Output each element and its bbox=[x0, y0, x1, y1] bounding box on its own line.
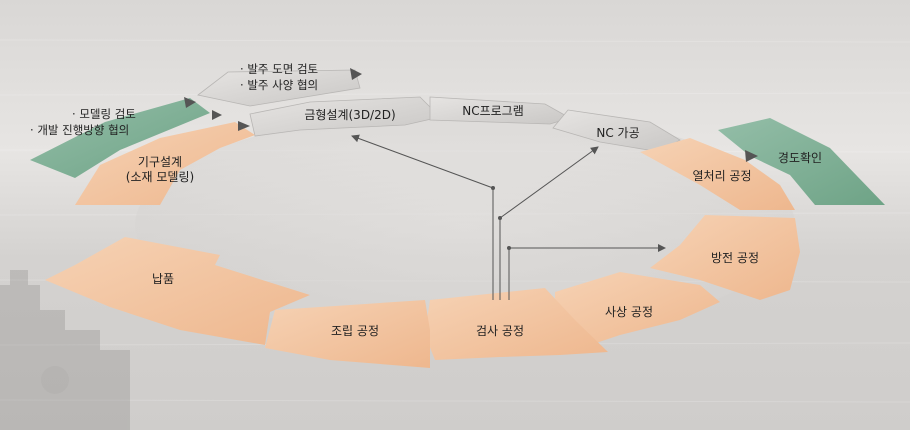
label-mold-design: 금형설계(3D/2D) bbox=[304, 108, 396, 122]
segment-assembly bbox=[265, 300, 430, 368]
note-model-review: · 모델링 검토 bbox=[72, 107, 136, 121]
segment-inspection bbox=[425, 288, 608, 360]
label-hardness-check: 경도확인 bbox=[777, 151, 823, 165]
segment-finishing bbox=[555, 272, 720, 345]
note-dev-direction: · 개발 진행방향 협의 bbox=[30, 123, 130, 137]
note-order-spec: · 발주 사양 협의 bbox=[240, 78, 319, 92]
label-delivery: 납품 bbox=[151, 272, 175, 286]
note-order-review: · 발주 도면 검토 bbox=[240, 62, 319, 76]
label-finishing: 사상 공정 bbox=[605, 305, 653, 319]
segment-heat-treatment bbox=[640, 138, 795, 210]
segment-equipment-design bbox=[75, 122, 255, 205]
segment-hardness-check bbox=[718, 118, 885, 205]
connector-dots bbox=[491, 186, 511, 250]
segment-order-review bbox=[197, 69, 361, 107]
segment-mold-design bbox=[249, 96, 441, 137]
connector-lines bbox=[351, 134, 666, 300]
segment-model-review bbox=[30, 98, 210, 178]
segment-edm bbox=[650, 215, 800, 300]
label-edm: 방전 공정 bbox=[711, 251, 759, 265]
segment-delivery bbox=[45, 237, 310, 345]
label-assembly: 조립 공정 bbox=[331, 324, 379, 338]
label-nc-program: NC프로그램 bbox=[462, 104, 524, 118]
label-equipment-design: 기구설계 (소재 모델링) bbox=[125, 155, 195, 184]
machinery-silhouette bbox=[0, 270, 130, 430]
label-heat-treatment: 열처리 공정 bbox=[692, 169, 752, 183]
flow-arrow-tips bbox=[184, 68, 758, 162]
label-inspection: 검사 공정 bbox=[476, 324, 524, 338]
label-nc-machining: NC 가공 bbox=[596, 126, 640, 140]
